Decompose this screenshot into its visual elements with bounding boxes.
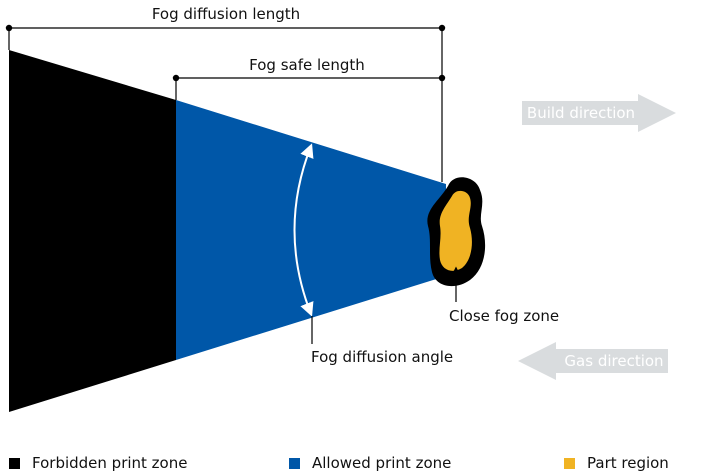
gas-direction-label: Gas direction: [564, 352, 663, 370]
gas-direction-arrow: [518, 342, 668, 380]
dimension-dot: [438, 74, 446, 82]
fog-diffusion-angle-label: Fog diffusion angle: [311, 348, 453, 366]
legend-label-allowed: Allowed print zone: [312, 454, 452, 472]
legend-item-forbidden: Forbidden print zone: [9, 454, 187, 472]
legend-item-part: Part region: [564, 454, 669, 472]
legend-swatch-forbidden: [9, 457, 20, 469]
fog-diffusion-angle-arc: [293, 143, 314, 317]
build-direction-arrow: [522, 94, 676, 132]
fog-safe-length-label: Fog safe length: [249, 56, 365, 74]
part-region: [439, 190, 472, 271]
forbidden-print-zone: [9, 50, 176, 412]
legend-item-allowed: Allowed print zone: [289, 454, 451, 472]
allowed-print-zone: [176, 100, 446, 360]
legend-label-part: Part region: [587, 454, 669, 472]
legend-label-forbidden: Forbidden print zone: [32, 454, 188, 472]
legend-swatch-part: [564, 457, 575, 469]
legend-swatch-allowed: [289, 457, 300, 469]
close-fog-zone-label: Close fog zone: [449, 307, 559, 325]
build-direction-label: Build direction: [527, 104, 635, 122]
legend: Forbidden print zone Allowed print zone …: [0, 450, 721, 475]
fog-diffusion-length-label: Fog diffusion length: [152, 5, 300, 23]
fog-zone-diagram: Fog diffusion length Fog safe length Bui…: [5, 5, 676, 412]
